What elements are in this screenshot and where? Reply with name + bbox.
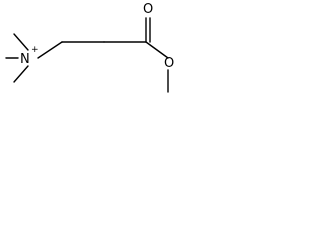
- bond-n-methyl-up: [13, 33, 29, 51]
- atom-charge-nitrogen: +: [31, 45, 39, 55]
- atom-label-ester-oxygen: O: [164, 56, 174, 71]
- atom-label-carbonyl-oxygen: O: [143, 2, 153, 17]
- chemical-structure-diagram: N + O O: [0, 0, 184, 111]
- bond-n-ch2: [37, 41, 63, 59]
- bond-carbonyl-ester-o: [145, 41, 169, 59]
- bond-n-methyl-down: [13, 65, 29, 83]
- atom-label-nitrogen: N: [20, 52, 30, 67]
- molecule-svg: N + O O: [5, 2, 174, 93]
